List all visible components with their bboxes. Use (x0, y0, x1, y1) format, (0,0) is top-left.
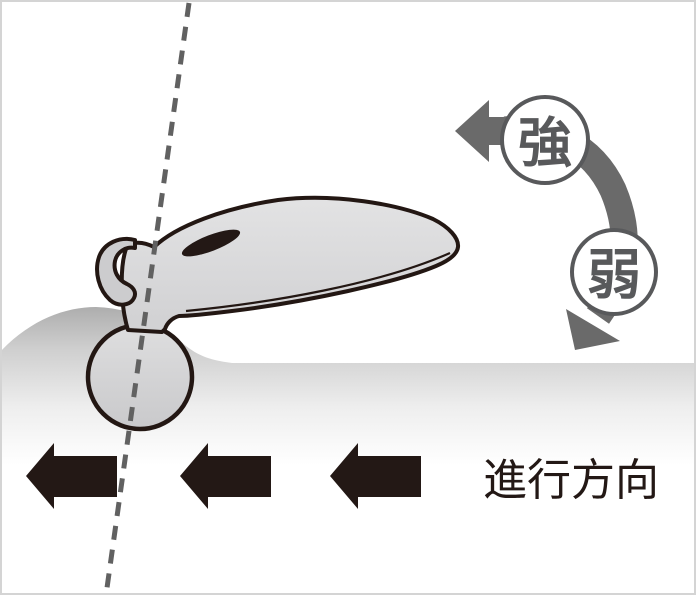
weak-circle (570, 228, 658, 316)
weak-label: 弱 (587, 244, 641, 307)
travel-direction-arrows (26, 443, 421, 509)
device-handle (119, 195, 461, 334)
center-axis-dashed-line (103, 2, 192, 593)
strong-label: 強 (518, 112, 572, 175)
left-arrow-icon-3 (330, 443, 421, 509)
roller-device (85, 195, 461, 432)
travel-direction-label: 進行方向 (483, 455, 659, 506)
roller-fork-knob (95, 237, 138, 307)
left-arrow-icon-2 (180, 443, 271, 509)
weak-arrowhead-icon (566, 309, 620, 350)
handle-edge-line (185, 251, 451, 313)
strong-circle (500, 95, 590, 185)
strong-arrowhead-icon (455, 100, 515, 162)
weak-badge: 弱 (570, 228, 658, 316)
strong-badge: 強 (500, 95, 590, 185)
left-arrow-icon-1 (26, 443, 117, 509)
handle-slot (181, 229, 241, 257)
